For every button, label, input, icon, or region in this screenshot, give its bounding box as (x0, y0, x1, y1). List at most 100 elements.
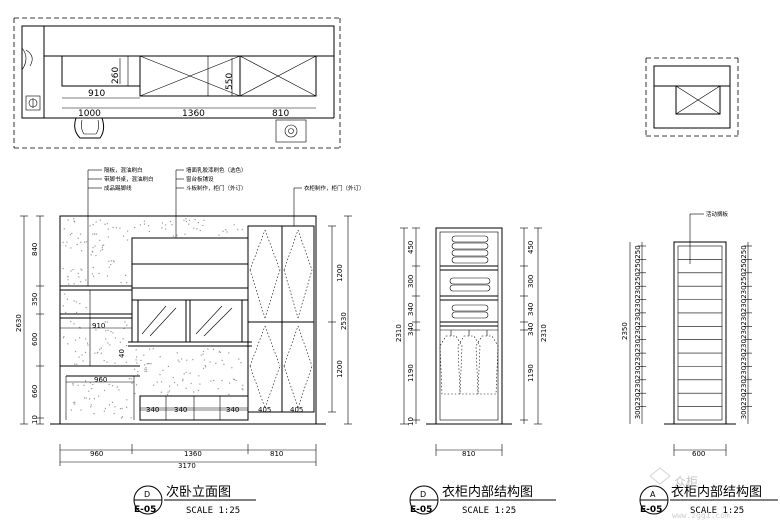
stone-speckle (108, 383, 110, 386)
stone-speckle (143, 223, 146, 225)
stone-speckle (162, 369, 164, 371)
stone-speckle (114, 406, 116, 408)
stone-speckle (95, 233, 98, 235)
stone-speckle (125, 282, 128, 284)
stone-speckle (98, 272, 100, 274)
stone-speckle (79, 337, 81, 339)
title-1-name: 次卧立面图 (166, 484, 231, 500)
elev-inner-910: 910 (92, 322, 105, 330)
shelf-dim-l: 230 (634, 299, 642, 312)
stone-speckle (148, 363, 150, 365)
stone-speckle (232, 378, 235, 380)
stone-speckle (67, 276, 69, 278)
stone-speckle (233, 378, 235, 381)
elev-dim-960: 960 (90, 450, 103, 458)
stone-speckle (137, 373, 139, 376)
elev-dim-2530: 2530 (340, 312, 348, 330)
elev-dim-840: 840 (31, 243, 39, 256)
stone-speckle (107, 236, 109, 238)
stone-speckle (67, 279, 69, 281)
stone-speckle (77, 237, 79, 239)
wardrobe-dim-right-total: 2310 (540, 324, 548, 342)
elev-dim-600: 600 (31, 333, 39, 346)
stone-speckle (108, 260, 110, 262)
stone-speckle (112, 260, 114, 262)
stone-speckle (84, 241, 86, 243)
title-3-letter: A (650, 490, 656, 499)
stone-speckle (80, 409, 82, 411)
elev-dim-10: 10 (31, 415, 39, 424)
stone-speckle (91, 273, 93, 275)
stone-speckle (66, 241, 68, 243)
stone-speckle (119, 408, 121, 410)
stone-speckle (93, 398, 95, 400)
stone-speckle (73, 218, 75, 220)
stone-speckle (102, 245, 104, 247)
stone-speckle (172, 235, 174, 237)
stone-speckle (103, 410, 105, 412)
stone-speckle (112, 385, 114, 387)
stone-speckle (169, 220, 172, 223)
stone-speckle (90, 404, 92, 406)
stone-speckle (167, 393, 169, 396)
stone-speckle (92, 233, 94, 235)
stone-speckle (182, 378, 184, 380)
stone-speckle (126, 324, 128, 326)
elev-dim-350: 350 (31, 293, 39, 306)
stone-speckle (94, 352, 96, 354)
stone-speckle (125, 274, 127, 276)
note-desk: 带脚书桌，混油刷白 (104, 175, 154, 183)
stone-speckle (81, 354, 83, 356)
stone-speckle (83, 397, 86, 399)
stone-speckle (83, 384, 85, 386)
stone-speckle (82, 360, 84, 362)
stone-speckle (215, 362, 217, 364)
stone-speckle (225, 229, 227, 231)
stone-speckle (222, 230, 224, 232)
title-block-elevation: D E-05 次卧立面图 SCALE 1:25 (133, 484, 256, 516)
shelf-dim-l: 250 (634, 245, 642, 258)
plan-dim-1000: 1000 (78, 109, 101, 119)
stone-speckle (78, 356, 80, 358)
stone-speckle (76, 311, 78, 314)
stone-speckle (182, 380, 184, 382)
bedroom-elevation: 840 350 600 660 10 2630 1200 1200 2530 9… (15, 166, 365, 470)
stone-speckle (200, 354, 202, 356)
stone-speckle (80, 268, 82, 270)
stone-speckle (221, 359, 223, 361)
shelf-dim-r: 250 (740, 245, 748, 258)
stone-speckle (72, 383, 74, 385)
stone-speckle (202, 350, 205, 353)
stone-speckle (74, 403, 76, 405)
stone-speckle (196, 228, 198, 230)
stone-speckle (229, 382, 231, 384)
stone-speckle (242, 389, 244, 391)
stone-speckle (130, 378, 132, 380)
elev-inner-960: 960 (94, 376, 107, 384)
stone-speckle (146, 363, 148, 365)
stone-speckle (128, 378, 130, 380)
plan-dim-810: 810 (272, 109, 289, 119)
stone-speckle (152, 348, 154, 350)
stone-speckle (78, 276, 80, 278)
plan-dim-260: 260 (111, 67, 121, 84)
stone-speckle (100, 352, 102, 354)
stone-speckle (218, 351, 220, 353)
stone-speckle (226, 231, 228, 233)
elev-inner-340c: 340 (226, 406, 239, 414)
stone-speckle (74, 401, 76, 403)
title-1-letter: D (144, 490, 150, 499)
stone-speckle (110, 331, 112, 333)
stone-speckle (159, 374, 161, 376)
stone-speckle (92, 251, 94, 253)
elev-inner-340a: 340 (146, 406, 159, 414)
stone-speckle (73, 283, 75, 285)
shelf-dim-l: 300 (634, 406, 642, 419)
stone-speckle (70, 270, 72, 272)
elev-dim-1360: 1360 (184, 450, 202, 458)
stone-speckle (145, 367, 147, 369)
stone-speckle (85, 279, 87, 281)
stone-speckle (99, 348, 101, 351)
stone-speckle (114, 337, 116, 339)
